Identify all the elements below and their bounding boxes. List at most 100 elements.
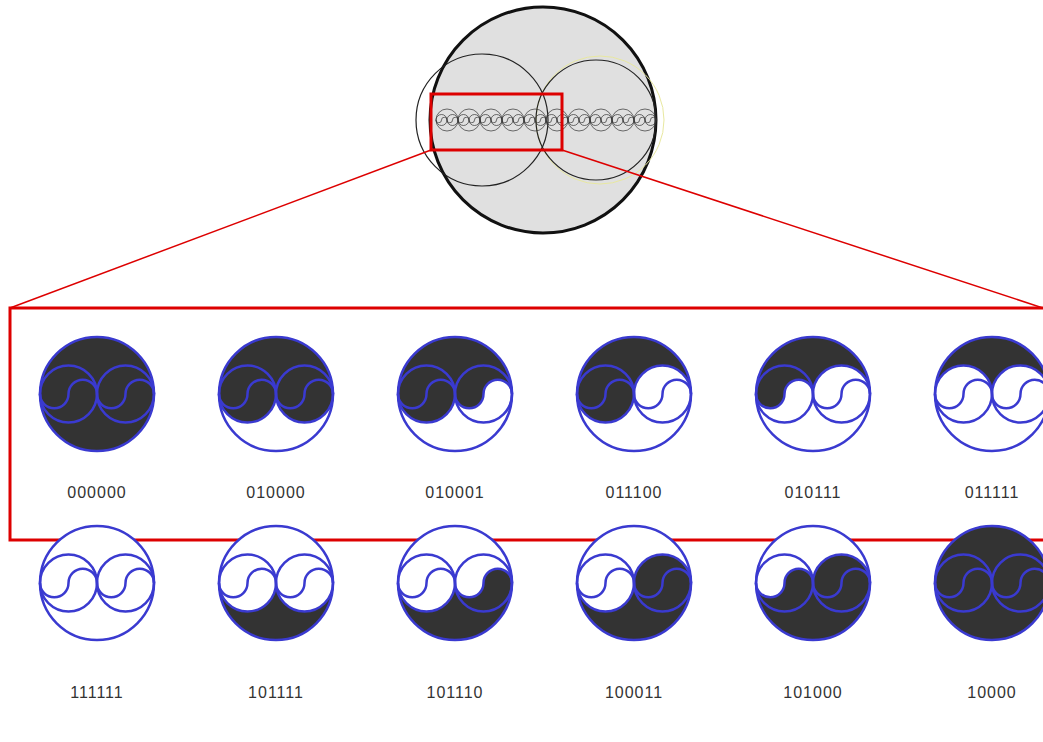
disc-outline bbox=[813, 366, 870, 423]
disc-region bbox=[40, 380, 97, 423]
disc-outline bbox=[276, 569, 333, 598]
code-label: 101111 bbox=[248, 683, 304, 703]
disc-outline bbox=[436, 109, 458, 131]
disc-region bbox=[935, 569, 992, 612]
disc-outline bbox=[455, 366, 512, 423]
zoom-frame bbox=[10, 308, 1043, 540]
disc-outline bbox=[935, 366, 992, 423]
zoom-line bbox=[562, 150, 1043, 308]
disc-outline bbox=[612, 117, 623, 123]
disc-outline bbox=[469, 115, 480, 126]
disc-outline bbox=[219, 337, 333, 451]
disc-outline bbox=[813, 569, 870, 598]
disc-region bbox=[935, 380, 992, 423]
disc-outline bbox=[590, 115, 601, 126]
disc-outline bbox=[935, 555, 992, 612]
disc-outline bbox=[577, 380, 634, 409]
code-label: 010111 bbox=[784, 483, 841, 503]
disc-outline bbox=[579, 117, 590, 123]
disc-outline bbox=[992, 366, 1043, 423]
disc-outline bbox=[935, 526, 1043, 640]
disc-region bbox=[455, 569, 512, 612]
disc-outline bbox=[480, 117, 491, 123]
disc-outline bbox=[276, 555, 333, 612]
disc-region bbox=[398, 569, 455, 612]
disc-outline bbox=[813, 555, 870, 612]
inner-circle bbox=[416, 54, 548, 186]
disc-outline bbox=[756, 337, 870, 451]
disc-region bbox=[756, 569, 813, 612]
disc-outline bbox=[634, 117, 645, 123]
code-label: 010000 bbox=[246, 483, 305, 503]
disc-outline bbox=[97, 380, 154, 408]
disc-outline bbox=[535, 115, 546, 126]
disc-outline bbox=[634, 555, 691, 612]
disc-outline bbox=[458, 109, 480, 131]
disc-outline bbox=[513, 117, 524, 123]
disc-outline bbox=[398, 526, 512, 640]
disc-region bbox=[992, 569, 1043, 612]
disc-outline bbox=[40, 526, 154, 640]
disc-outline bbox=[219, 569, 276, 598]
zoom-box bbox=[431, 94, 562, 150]
disc-outline bbox=[601, 115, 612, 126]
inner-circle bbox=[536, 60, 656, 180]
disc-outline bbox=[219, 380, 276, 409]
disc-outline bbox=[634, 366, 691, 423]
disc-outline bbox=[535, 117, 546, 123]
disc-outline bbox=[276, 366, 333, 423]
disc-region bbox=[577, 569, 634, 612]
disc-region bbox=[756, 380, 813, 423]
disc-region bbox=[634, 380, 691, 423]
disc-region bbox=[634, 569, 691, 612]
disc-outline bbox=[935, 569, 992, 598]
disc-region bbox=[276, 569, 333, 612]
disc-outline bbox=[568, 109, 590, 131]
disc-outline bbox=[480, 115, 491, 126]
disc-outline bbox=[97, 555, 154, 612]
disc-outline bbox=[813, 380, 870, 409]
disc-outline bbox=[524, 117, 535, 123]
disc-outline bbox=[458, 115, 469, 126]
disc-outline bbox=[634, 109, 656, 131]
disc-outline bbox=[579, 115, 590, 126]
disc-outline bbox=[491, 117, 502, 123]
disc-outline bbox=[398, 366, 455, 423]
disc-outline bbox=[398, 555, 455, 612]
disc-region bbox=[813, 380, 870, 423]
disc-region bbox=[992, 380, 1043, 423]
disc-outline bbox=[992, 555, 1043, 612]
disc-outline bbox=[524, 109, 546, 131]
disc-outline bbox=[491, 115, 502, 126]
disc-outline bbox=[590, 117, 601, 123]
disc-outline bbox=[577, 337, 691, 451]
disc-outline bbox=[436, 115, 447, 126]
disc-outline bbox=[447, 115, 458, 126]
disc-region bbox=[219, 380, 276, 423]
faint-circle bbox=[536, 56, 664, 184]
disc-outline bbox=[455, 380, 512, 409]
code-label: 100011 bbox=[605, 683, 663, 703]
disc-region bbox=[40, 569, 97, 612]
disc-outline bbox=[634, 380, 691, 409]
disc-outline bbox=[524, 115, 535, 126]
disc-outline bbox=[634, 115, 645, 126]
disc-outline bbox=[398, 380, 455, 409]
disc-region bbox=[97, 569, 154, 612]
disc-outline bbox=[601, 117, 612, 123]
disc-outline bbox=[398, 569, 455, 598]
disc-outline bbox=[756, 380, 813, 409]
disc-outline bbox=[40, 337, 154, 451]
disc-outline bbox=[645, 115, 656, 126]
disc-outline bbox=[623, 117, 634, 123]
zoom-line bbox=[10, 150, 431, 308]
disc-outline bbox=[447, 117, 458, 123]
disc-outline bbox=[276, 380, 333, 409]
disc-outline bbox=[568, 115, 579, 126]
disc-outline bbox=[40, 569, 97, 598]
disc-region bbox=[276, 380, 333, 423]
disc-outline bbox=[546, 109, 568, 131]
disc-outline bbox=[546, 115, 557, 126]
disc-outline bbox=[502, 115, 513, 126]
code-label: 101000 bbox=[783, 683, 842, 703]
